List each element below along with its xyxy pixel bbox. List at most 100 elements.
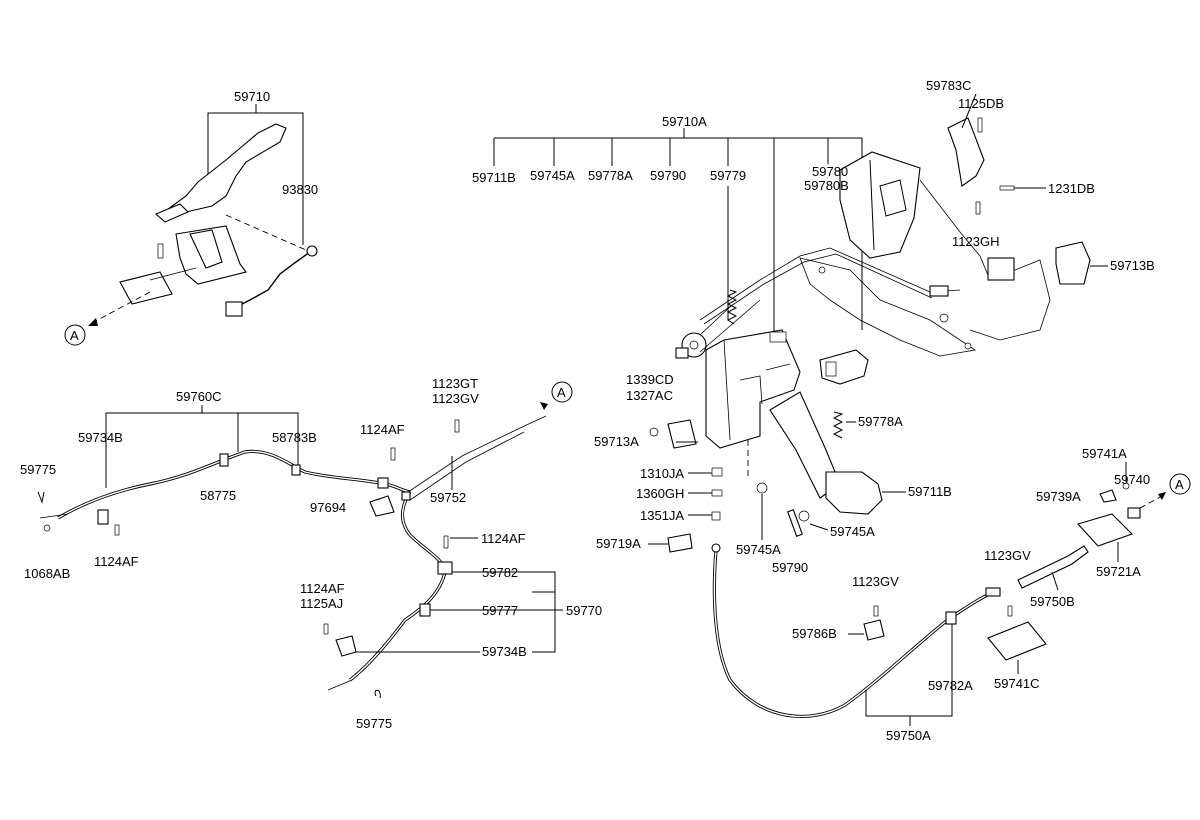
label-59780B: 59780B — [804, 178, 849, 193]
clip-59777 — [419, 603, 431, 617]
label-58775: 58775 — [200, 488, 236, 503]
cable-59760C-inner — [57, 450, 411, 519]
arrow-head-to-A — [88, 318, 98, 326]
ref-circle-A-right — [1169, 473, 1191, 495]
label-A-right: A — [1175, 477, 1184, 492]
body-bracket-59780 — [839, 151, 921, 259]
plate-59721A — [1077, 513, 1134, 547]
label-1124AF-left: 1124AF — [94, 554, 139, 569]
washer-1360GH — [711, 489, 723, 497]
label-59719A: 59719A — [596, 536, 641, 551]
label-1310JA: 1310JA — [640, 466, 684, 481]
release-cable — [699, 247, 961, 321]
label-59711B-mid: 59711B — [908, 484, 952, 499]
plate-59741C — [987, 621, 1047, 661]
rear-cable-group: 59760C 59734B 58783B 59775 58775 1068AB … — [20, 376, 602, 731]
equalizer-59752 — [401, 491, 411, 501]
switch-wire — [237, 251, 311, 307]
label-1327AC: 1327AC — [626, 388, 673, 403]
lever-base-plate — [119, 271, 173, 305]
label-59790-mid: 59790 — [772, 560, 808, 575]
pedal-bracket-detail — [723, 339, 791, 441]
ref-circle-A-left — [64, 324, 86, 346]
label-58783B: 58783B — [272, 430, 317, 445]
bolt-1125DB — [977, 117, 983, 133]
label-59750B: 59750B — [1030, 594, 1075, 609]
clip-59782A — [945, 611, 957, 625]
label-59752: 59752 — [430, 490, 466, 505]
label-59713B: 59713B — [1110, 258, 1155, 273]
leader-59745A-right — [809, 523, 829, 531]
label-59710: 59710 — [234, 89, 270, 104]
label-59778A-top: 59778A — [588, 168, 633, 183]
nut-1310JA — [711, 467, 723, 477]
label-59783C: 59783C — [926, 78, 972, 93]
lever-bolt — [157, 243, 164, 259]
clip-59775-bot — [374, 689, 381, 699]
bolt-1124AF-mid — [390, 447, 396, 461]
pedal-assembly-group: 59710A 59711B 59745A 59778A 59790 59779 … — [472, 78, 1191, 743]
clip-59775-top — [37, 491, 45, 504]
label-59721A: 59721A — [1096, 564, 1141, 579]
label-1360GH: 1360GH — [636, 486, 684, 501]
bolt-1123GV-right — [1007, 605, 1013, 617]
arrow-head-A-right — [1158, 492, 1166, 500]
clip-58775 — [219, 453, 229, 467]
hand-brake-lever-group: 59710 93830 A — [64, 89, 318, 346]
body-bracket-detail — [869, 159, 907, 251]
label-59750A: 59750A — [886, 728, 931, 743]
label-59779: 59779 — [710, 168, 746, 183]
cable-end-59750A — [711, 543, 721, 553]
label-59745A-top: 59745A — [530, 168, 575, 183]
bolt-1124AF-right — [443, 535, 449, 549]
label-59760C: 59760C — [176, 389, 222, 404]
cable-end-top — [39, 513, 69, 519]
label-1123GV-top: 1123GV — [432, 391, 479, 406]
switch-93830 — [306, 245, 318, 257]
label-59713A: 59713A — [594, 434, 639, 449]
leader-59760C — [105, 412, 299, 488]
mount-hole-2 — [964, 342, 972, 350]
pulley-hub — [689, 340, 699, 350]
bolt-1231DB — [999, 185, 1015, 191]
part-59740 — [1127, 507, 1141, 519]
label-1339CD: 1339CD — [626, 372, 674, 387]
label-A-left: A — [70, 328, 79, 343]
label-1123GV-right: 1123GV — [852, 574, 899, 589]
label-59770: 59770 — [566, 603, 602, 618]
floor-panel — [799, 257, 977, 357]
label-59741C: 59741C — [994, 676, 1040, 691]
bolt-1123GV-top — [454, 419, 460, 433]
label-59741A: 59741A — [1082, 446, 1127, 461]
bolt-1123GV-mid — [873, 605, 879, 617]
nut-59745A-right — [798, 510, 810, 522]
label-59734B-bot: 59734B — [482, 644, 527, 659]
clip-58783B — [291, 464, 301, 476]
label-59710A: 59710A — [662, 114, 707, 129]
bolt-1123GH — [975, 201, 981, 215]
label-93830: 93830 — [282, 182, 318, 197]
lever-ratchet — [189, 229, 223, 269]
cable-equalizer-1 — [404, 415, 547, 495]
bracket-59734B-bot — [335, 635, 357, 657]
label-1351JA: 1351JA — [640, 508, 684, 523]
part-59713A — [667, 419, 697, 449]
lever-grip — [154, 203, 189, 223]
label-59745A-right: 59745A — [830, 524, 875, 539]
cable-fitting-59750A — [985, 587, 1001, 597]
label-1231DB: 1231DB — [1048, 181, 1095, 196]
bolt-1124AF-bot — [323, 623, 329, 635]
leader-59750A — [865, 624, 953, 717]
cable-fitting — [929, 285, 949, 297]
bracket-59719A — [667, 533, 693, 553]
label-1124AF-mid: 1124AF — [360, 422, 405, 437]
pedal-bracket — [705, 329, 801, 449]
bracket-top-tab — [769, 331, 787, 343]
cable-59750B — [1017, 545, 1089, 589]
bolt-1124AF-left — [114, 524, 120, 536]
label-1123GH: 1123GH — [952, 234, 999, 249]
arrow-to-A-right-dash — [1139, 495, 1163, 509]
label-59778A-mid: 59778A — [858, 414, 903, 429]
floor-panel-edge — [919, 179, 1051, 341]
